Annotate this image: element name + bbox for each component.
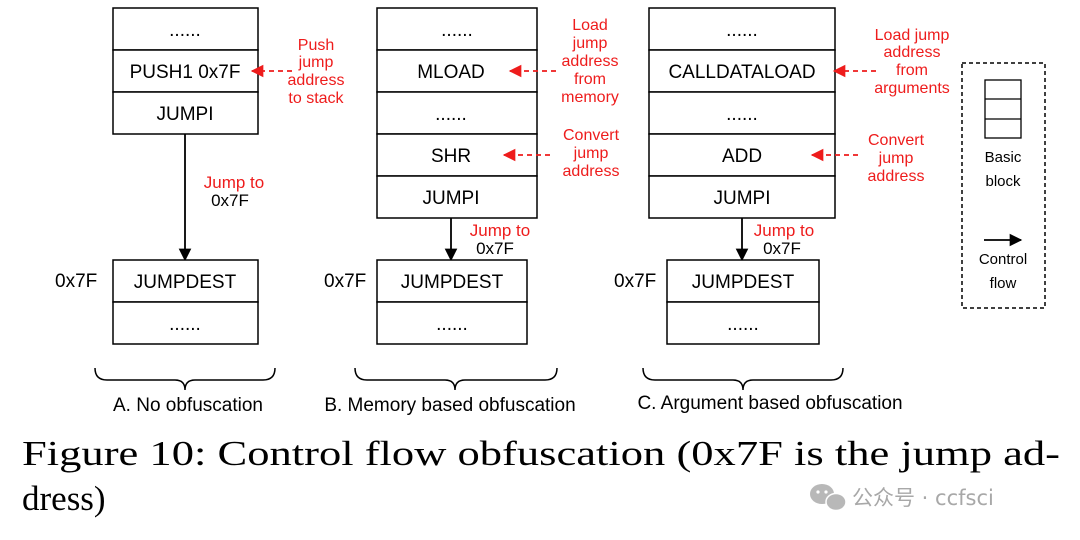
jump-label: Jump to bbox=[204, 173, 264, 192]
svg-text:arguments: arguments bbox=[874, 80, 950, 97]
svg-text:jump: jump bbox=[572, 35, 608, 52]
block-cell-jumpi: JUMPI bbox=[714, 188, 771, 209]
block-cell-mload: MLOAD bbox=[417, 62, 485, 83]
block-cell: ...... bbox=[441, 20, 473, 41]
block-cell: ...... bbox=[727, 314, 759, 335]
svg-text:Load jump: Load jump bbox=[875, 27, 950, 44]
panel-c-source-block: ...... CALLDATALOAD ...... ADD JUMPI bbox=[648, 7, 836, 219]
watermark-text: 公众号 · ccfsci bbox=[852, 486, 994, 510]
figure-caption-line-1: Figure 10: Control flow obfuscation (0x7… bbox=[22, 434, 1060, 473]
legend-basic-block-label: block bbox=[985, 173, 1021, 190]
annotation-load-from-arguments: Load jump address from arguments bbox=[874, 27, 950, 97]
svg-text:memory: memory bbox=[561, 89, 619, 106]
block-cell-add: ADD bbox=[722, 146, 762, 167]
block-cell-jumpi: JUMPI bbox=[157, 104, 214, 125]
watermark: 公众号 · ccfsci bbox=[810, 484, 994, 512]
annotation-load-from-memory: Load jump address from memory bbox=[561, 17, 619, 106]
block-cell-shr: SHR bbox=[431, 146, 471, 167]
block-cell: ...... bbox=[436, 314, 468, 335]
svg-text:Convert: Convert bbox=[563, 127, 620, 144]
panel-a-target-block: JUMPDEST ...... bbox=[112, 259, 259, 345]
legend-control-flow-label: flow bbox=[990, 275, 1017, 292]
panel-c-target-block: JUMPDEST ...... bbox=[666, 259, 820, 345]
legend-control-flow-label: Control bbox=[979, 251, 1027, 268]
jump-label-address: 0x7F bbox=[211, 191, 249, 210]
svg-text:jump: jump bbox=[573, 145, 609, 162]
basic-block-icon bbox=[984, 79, 1022, 139]
panel-b-brace bbox=[354, 367, 558, 391]
panel-c-caption: C. Argument based obfuscation bbox=[637, 393, 902, 414]
jump-label-address: 0x7F bbox=[763, 239, 801, 258]
svg-text:from: from bbox=[574, 71, 606, 88]
panel-a: ...... PUSH1 0x7F JUMPI Jump to 0x7F Pus… bbox=[55, 7, 345, 416]
panel-b-source-block: ...... MLOAD ...... SHR JUMPI bbox=[376, 7, 538, 219]
block-cell-jumpdest: JUMPDEST bbox=[692, 272, 795, 293]
svg-text:address: address bbox=[884, 44, 941, 61]
block-cell-calldataload: CALLDATALOAD bbox=[668, 62, 815, 83]
block-cell: ...... bbox=[169, 314, 201, 335]
target-address-label: 0x7F bbox=[324, 271, 366, 292]
annotation-convert-address: Convert jump address bbox=[868, 132, 925, 185]
svg-text:from: from bbox=[896, 62, 928, 79]
target-address-label: 0x7F bbox=[55, 271, 97, 292]
legend-basic-block-label: Basic bbox=[985, 149, 1022, 166]
panel-a-brace bbox=[94, 367, 276, 391]
panel-b-caption: B. Memory based obfuscation bbox=[324, 395, 575, 416]
annotation-push-address: Push jump address to stack bbox=[288, 37, 345, 107]
panel-a-source-block: ...... PUSH1 0x7F JUMPI bbox=[112, 7, 259, 135]
svg-text:jump: jump bbox=[878, 150, 914, 167]
panel-a-caption: A. No obfuscation bbox=[113, 395, 263, 416]
target-address-label: 0x7F bbox=[614, 271, 656, 292]
legend: Basic block Control flow bbox=[961, 62, 1046, 309]
block-cell-jumpdest: JUMPDEST bbox=[134, 272, 237, 293]
annotation-convert-address: Convert jump address bbox=[563, 127, 620, 180]
jump-label: Jump to bbox=[470, 221, 530, 240]
svg-text:address: address bbox=[288, 72, 345, 89]
block-cell-push1: PUSH1 0x7F bbox=[130, 62, 241, 83]
svg-text:address: address bbox=[562, 53, 619, 70]
panel-b-target-block: JUMPDEST ...... bbox=[376, 259, 528, 345]
jump-label: Jump to bbox=[754, 221, 814, 240]
svg-text:Convert: Convert bbox=[868, 132, 925, 149]
jump-label-address: 0x7F bbox=[476, 239, 514, 258]
svg-text:address: address bbox=[868, 168, 925, 185]
wechat-icon bbox=[810, 484, 847, 512]
svg-text:Load: Load bbox=[572, 17, 608, 34]
svg-text:to stack: to stack bbox=[288, 90, 344, 107]
legend-frame bbox=[961, 62, 1046, 309]
svg-text:Push: Push bbox=[298, 37, 334, 54]
panel-c-brace bbox=[642, 367, 844, 391]
panel-b: ...... MLOAD ...... SHR JUMPI Jump to 0x… bbox=[324, 7, 620, 416]
panel-c: ...... CALLDATALOAD ...... ADD JUMPI Jum… bbox=[614, 7, 950, 414]
figure-caption-line-2: dress) bbox=[22, 479, 106, 518]
block-cell-jumpi: JUMPI bbox=[423, 188, 480, 209]
block-cell: ...... bbox=[435, 104, 467, 125]
block-cell-jumpdest: JUMPDEST bbox=[401, 272, 504, 293]
block-cell: ...... bbox=[726, 104, 758, 125]
block-cell: ...... bbox=[726, 20, 758, 41]
block-cell: ...... bbox=[169, 20, 201, 41]
svg-text:address: address bbox=[563, 163, 620, 180]
svg-text:jump: jump bbox=[298, 54, 334, 71]
